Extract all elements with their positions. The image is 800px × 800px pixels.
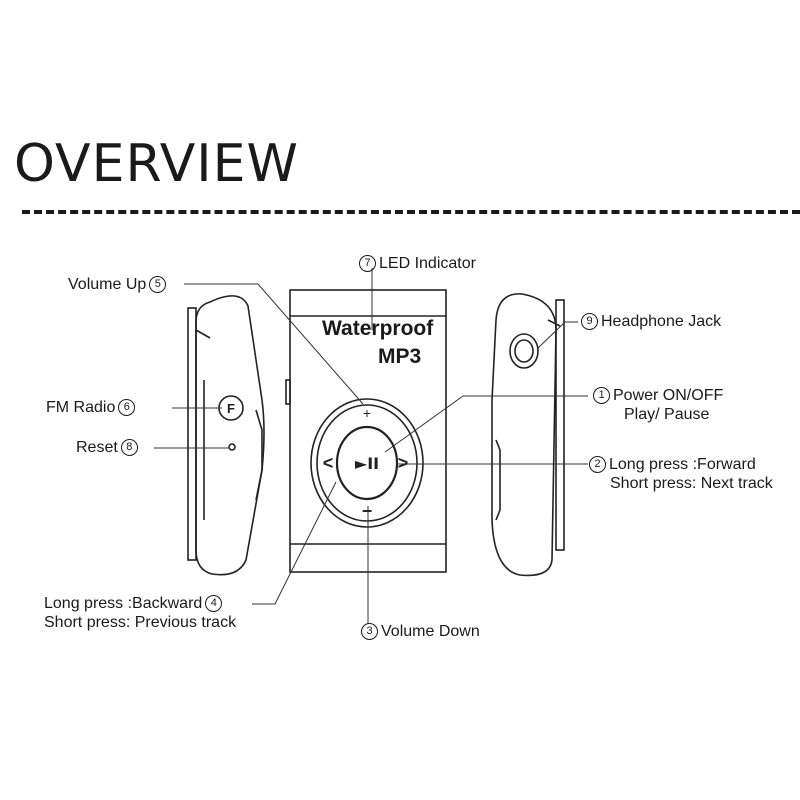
callout-number: 4 xyxy=(205,595,223,612)
next-symbol: > xyxy=(398,453,409,473)
page-title: OVERVIEW xyxy=(14,134,299,194)
callout-text: Volume Up xyxy=(68,276,147,293)
dashed-divider xyxy=(22,210,800,214)
callout-number: 9 xyxy=(581,313,598,330)
callout-text: Volume Down xyxy=(381,623,480,640)
callout-text-line-1: Long press :Backward xyxy=(44,595,203,612)
volume-up-symbol: + xyxy=(363,405,371,421)
callout-number: 8 xyxy=(120,439,138,456)
callout-text-line-2: Short press: Next track xyxy=(610,475,773,493)
callout-text-line-2: Short press: Previous track xyxy=(44,614,237,632)
left-side-view xyxy=(187,295,265,576)
callout-number: 7 xyxy=(359,255,376,272)
callout-text-line-1: Power ON/OFF xyxy=(613,387,724,404)
callout-text-line-1: Long press :Forward xyxy=(609,456,756,473)
previous-symbol: < xyxy=(323,453,334,473)
callout-text: Reset xyxy=(76,439,118,456)
callout-number: 2 xyxy=(589,456,606,473)
callout-number: 6 xyxy=(118,399,136,416)
right-side-view xyxy=(491,293,565,577)
callout-text: Headphone Jack xyxy=(601,313,722,330)
volume-down-symbol: − xyxy=(362,501,373,521)
callout-number: 1 xyxy=(593,387,610,404)
leader-lines xyxy=(154,268,588,624)
play-pause-icon: ►II xyxy=(355,454,379,473)
brand-line-1: Waterproof xyxy=(322,317,434,340)
reset-hole xyxy=(228,443,236,451)
fm-button-letter: F xyxy=(227,401,235,416)
brand-line-2: MP3 xyxy=(378,345,422,368)
callout-text: LED Indicator xyxy=(379,255,476,272)
callout-number: 3 xyxy=(361,623,378,640)
callout-text-line-2: Play/ Pause xyxy=(624,406,710,424)
callout-text: FM Radio xyxy=(46,399,116,416)
callout-number: 5 xyxy=(149,276,167,293)
